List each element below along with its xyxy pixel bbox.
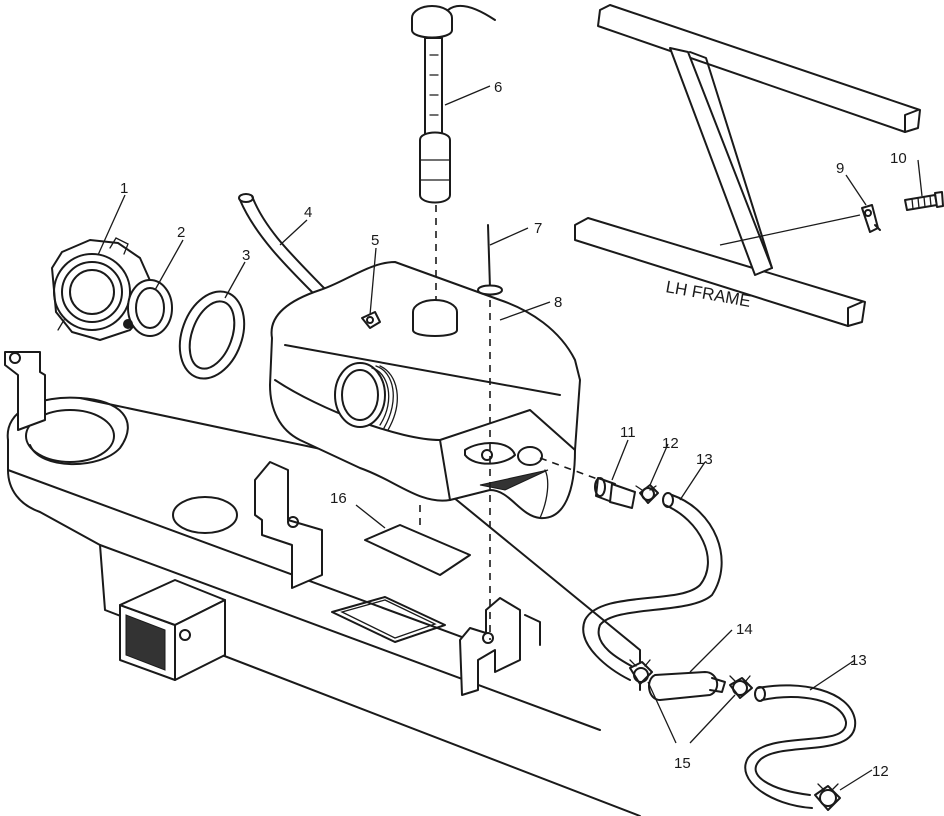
lh-frame: LH FRAME (574, 4, 921, 327)
callout-7: 7 (534, 220, 542, 237)
callout-6: 6 (494, 79, 502, 96)
callout-10: 10 (890, 150, 907, 167)
callout-12-lower: 12 (872, 763, 889, 780)
callout-3: 3 (242, 247, 250, 264)
callout-12: 12 (662, 435, 679, 452)
callout-8: 8 (554, 294, 562, 311)
callout-numbers: 1 2 3 4 5 6 7 8 9 10 11 12 13 14 15 16 1… (120, 79, 907, 780)
callout-4: 4 (304, 204, 312, 221)
chassis-frame (4, 351, 641, 816)
callout-11: 11 (620, 424, 636, 441)
frame-clamp-and-bolt (861, 191, 944, 233)
callout-5: 5 (371, 232, 379, 249)
callout-2: 2 (177, 224, 185, 241)
callout-13: 13 (696, 451, 713, 468)
callout-leaders (97, 85, 923, 791)
mounting-rod (477, 224, 503, 640)
callout-1: 1 (120, 180, 128, 197)
fuel-line-assembly (539, 457, 857, 811)
callout-14: 14 (736, 621, 753, 638)
filler-neck-gasket (178, 290, 246, 380)
fuel-tank (269, 261, 581, 520)
tank-pad (364, 505, 471, 576)
fuel-gauge-sender (411, 4, 496, 300)
callout-13-lower: 13 (850, 652, 867, 669)
cap-tether-ring (123, 279, 173, 337)
callout-15: 15 (674, 755, 691, 772)
callout-9: 9 (836, 160, 844, 177)
gas-cap (51, 237, 153, 341)
callout-16: 16 (330, 490, 347, 507)
